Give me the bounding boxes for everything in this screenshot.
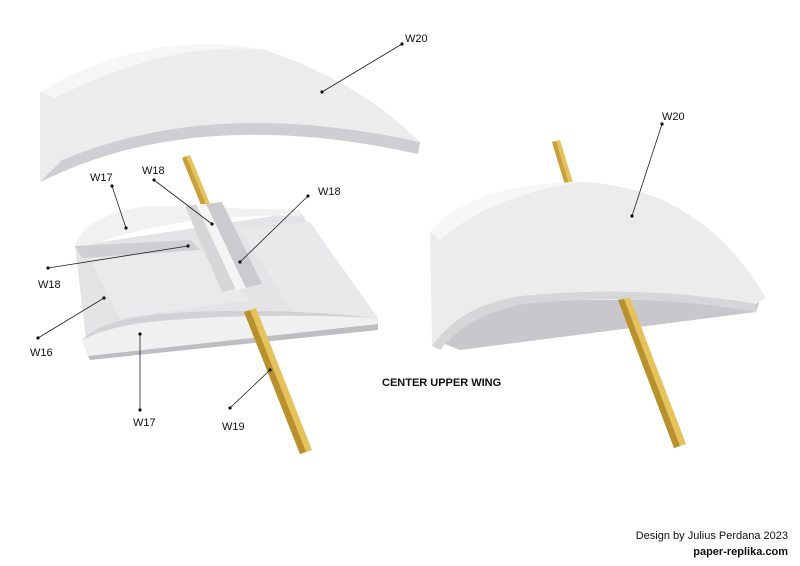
w17-rib-front bbox=[82, 315, 378, 356]
label-w17-top: W17 bbox=[90, 172, 113, 184]
label-w16: W16 bbox=[30, 347, 53, 359]
diagram-title: CENTER UPPER WING bbox=[382, 377, 501, 389]
credit-block: Design by Julius Perdana 2023 paper-repl… bbox=[636, 528, 788, 560]
label-w17-bottom: W17 bbox=[133, 417, 156, 429]
assembled-bottom-plate bbox=[440, 300, 760, 350]
w20-skin-top bbox=[40, 44, 420, 182]
label-w18-right: W18 bbox=[318, 186, 341, 198]
label-w18-left: W18 bbox=[38, 279, 61, 291]
w20-skin-exploded bbox=[40, 44, 420, 182]
label-w20-left: W20 bbox=[405, 33, 428, 45]
w18-channel-right bbox=[206, 202, 262, 288]
assembled-w20-skin bbox=[430, 182, 766, 346]
w20-skin-underside bbox=[40, 122, 420, 182]
wing-box-frame bbox=[75, 202, 378, 360]
label-w20-right: W20 bbox=[662, 111, 685, 123]
w19-spar-front bbox=[244, 308, 312, 454]
leader-dots bbox=[36, 42, 664, 412]
w20-skin-front-edge bbox=[40, 44, 265, 98]
w18-divider-left bbox=[75, 240, 200, 258]
website-credit: paper-replika.com bbox=[693, 546, 788, 558]
leader-lines bbox=[37, 43, 663, 410]
w18-channel-left bbox=[185, 204, 240, 292]
label-w19: W19 bbox=[222, 421, 245, 433]
designer-credit: Design by Julius Perdana 2023 bbox=[635, 530, 788, 542]
label-w18-top: W18 bbox=[142, 165, 165, 177]
assembled-wing bbox=[430, 140, 766, 448]
